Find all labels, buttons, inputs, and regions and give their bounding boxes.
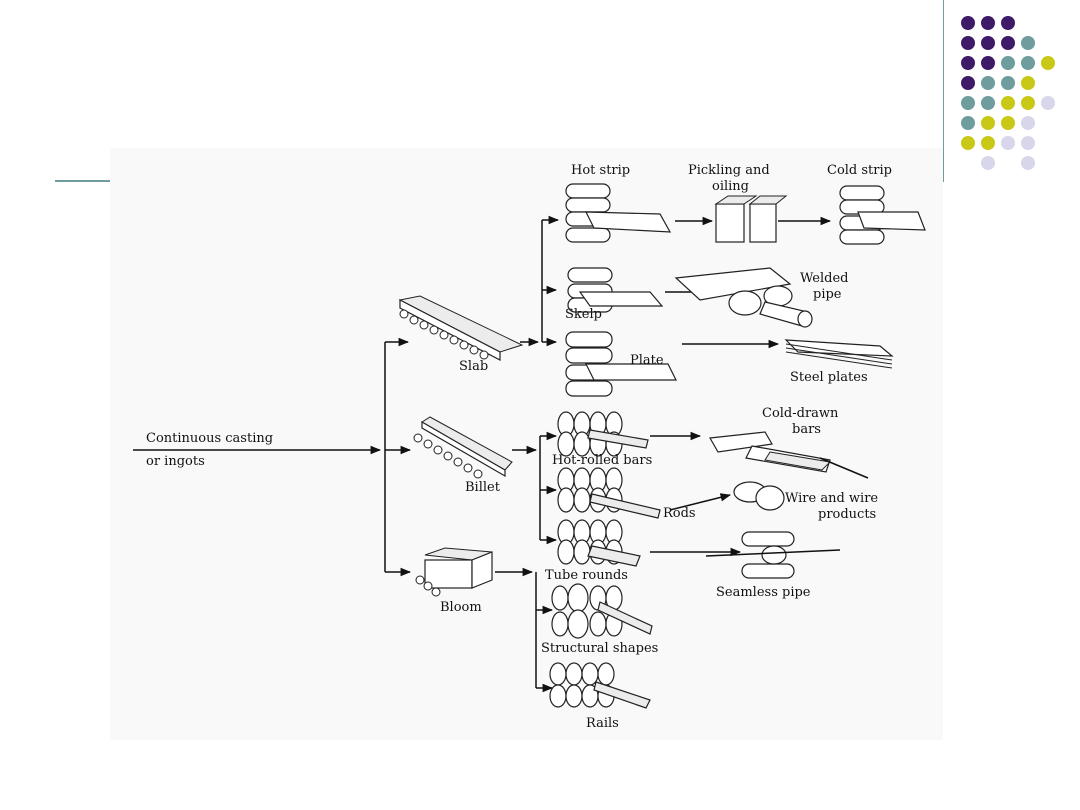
label-skelp: Skelp — [565, 307, 602, 322]
vertical-divider — [943, 0, 944, 182]
rods-mill-drawing — [557, 467, 661, 519]
wire-coil-drawing — [733, 481, 785, 511]
decorative-dot-grid — [961, 16, 1055, 170]
decorative-dot — [1001, 16, 1015, 30]
label-structural-shapes: Structural shapes — [541, 641, 658, 656]
decorative-dot — [1001, 136, 1015, 150]
label-or-ingots: or ingots — [146, 454, 205, 469]
decorative-dot — [981, 96, 995, 110]
decorative-dot — [1021, 116, 1035, 130]
label-tube-rounds: Tube rounds — [545, 568, 628, 583]
plate-mill-drawing — [565, 331, 677, 397]
decorative-dot — [1001, 76, 1015, 90]
label-cold-drawn-line2: bars — [792, 422, 821, 437]
label-cold-drawn-line1: Cold-drawn — [762, 406, 839, 421]
label-welded-line1: Welded — [800, 271, 849, 286]
decorative-dot — [1021, 56, 1035, 70]
label-steel-plates: Steel plates — [790, 370, 868, 385]
decorative-dot — [1001, 116, 1015, 130]
rails-mill-drawing — [549, 662, 651, 709]
label-pickling-line1: Pickling and — [688, 163, 770, 178]
label-seamless-pipe: Seamless pipe — [716, 585, 811, 600]
label-billet: Billet — [465, 480, 501, 495]
decorative-dot — [1041, 96, 1055, 110]
decorative-dot — [1021, 136, 1035, 150]
decorative-dot — [961, 36, 975, 50]
decorative-dot — [981, 76, 995, 90]
decorative-dot — [981, 16, 995, 30]
decorative-dot — [1021, 76, 1035, 90]
welded-pipe-drawing — [728, 285, 813, 328]
skelp-mill-drawing — [567, 267, 792, 313]
bloom-drawing — [415, 547, 493, 597]
decorative-dot — [1001, 56, 1015, 70]
label-plate: Plate — [630, 353, 664, 368]
cold-strip-mill-drawing — [839, 185, 926, 245]
label-rods: Rods — [663, 506, 696, 521]
decorative-dot — [1021, 156, 1035, 170]
title-underline — [55, 180, 115, 182]
slab-drawing — [398, 295, 524, 361]
hot-strip-mill-drawing — [565, 183, 672, 243]
decorative-dot — [981, 56, 995, 70]
pickling-tanks-drawing — [714, 195, 788, 243]
decorative-dot — [1021, 36, 1035, 50]
label-wire-line2: products — [818, 507, 876, 522]
label-rails: Rails — [586, 716, 619, 731]
hot-rolled-bars-mill-drawing — [557, 411, 649, 457]
label-hot-rolled-bars: Hot-rolled bars — [552, 453, 652, 468]
decorative-dot — [981, 136, 995, 150]
decorative-dot — [981, 116, 995, 130]
label-bloom: Bloom — [440, 600, 482, 615]
label-pickling-line2: oiling — [712, 179, 749, 194]
decorative-dot — [1001, 96, 1015, 110]
decorative-dot — [1001, 36, 1015, 50]
decorative-dot — [961, 136, 975, 150]
cold-drawn-bench-drawing — [709, 431, 869, 479]
decorative-dot — [961, 16, 975, 30]
label-cold-strip: Cold strip — [827, 163, 892, 178]
structural-shapes-mill-drawing — [551, 583, 653, 639]
diagram-labels: Continuous casting or ingots Slab Billet… — [146, 163, 892, 731]
decorative-dot — [981, 156, 995, 170]
decorative-dot — [961, 76, 975, 90]
scanned-figure-background — [110, 148, 943, 740]
label-welded-line2: pipe — [813, 287, 842, 302]
seamless-pipe-mill-drawing — [705, 531, 841, 579]
decorative-dot — [961, 56, 975, 70]
decorative-dot — [1041, 56, 1055, 70]
decorative-dot — [961, 116, 975, 130]
steel-plates-stack-drawing — [784, 339, 894, 369]
decorative-dot — [961, 96, 975, 110]
billet-drawing — [413, 416, 513, 479]
decorative-dot — [1021, 96, 1035, 110]
tube-rounds-mill-drawing — [557, 519, 641, 567]
decorative-dot — [981, 36, 995, 50]
label-continuous-casting: Continuous casting — [146, 431, 273, 446]
label-slab: Slab — [459, 359, 488, 374]
label-wire-line1: Wire and wire — [785, 491, 878, 506]
label-hot-strip: Hot strip — [571, 163, 630, 178]
